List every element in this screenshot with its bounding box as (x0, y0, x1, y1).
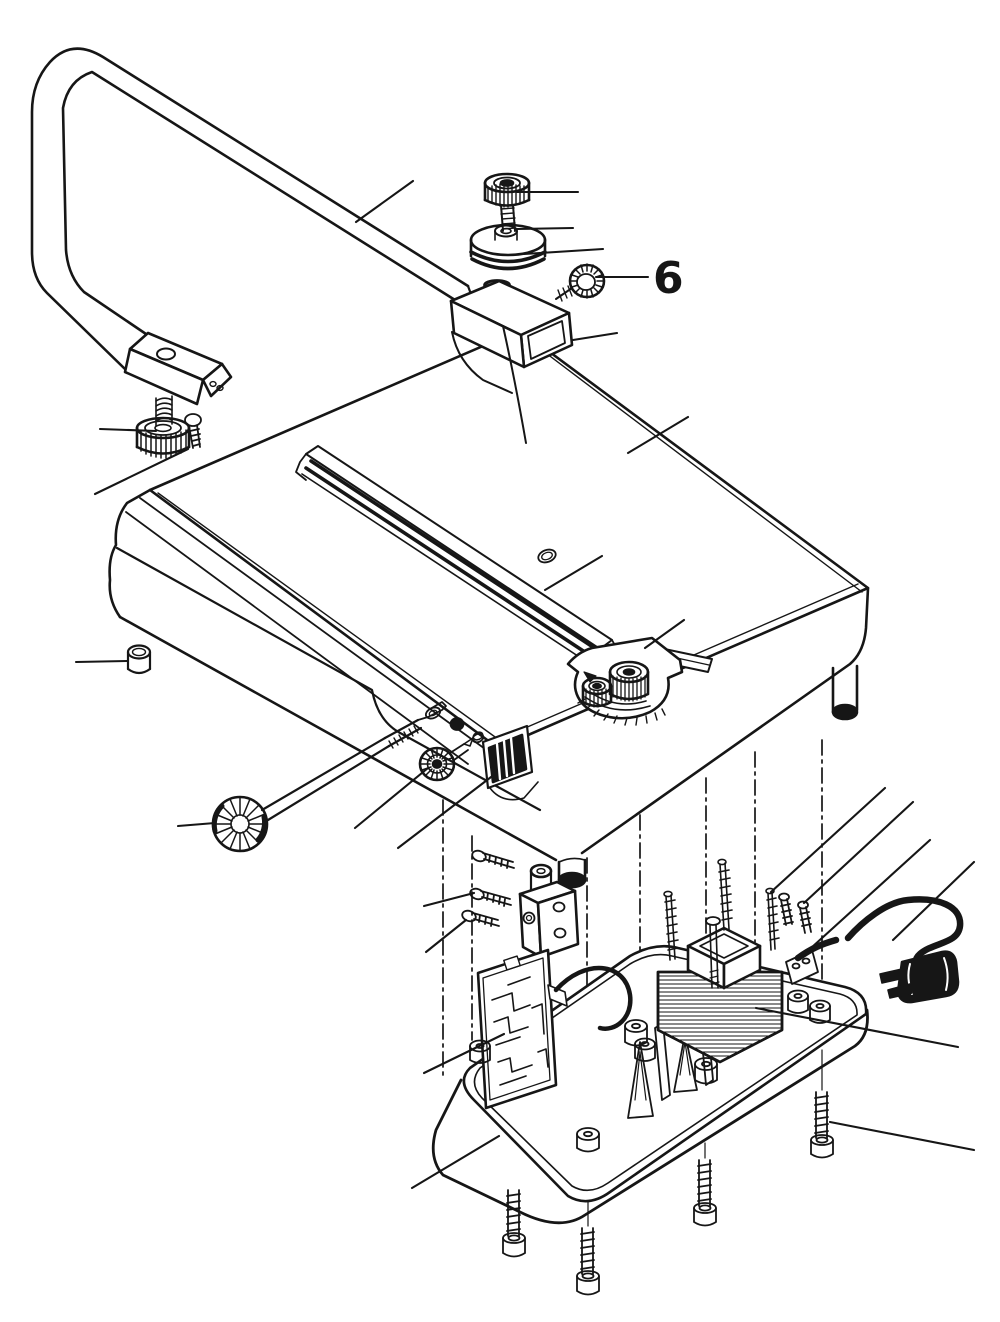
tension-rod (211, 701, 447, 853)
leader-leveling-knob (98, 427, 158, 433)
leader-pulley-flange (522, 247, 605, 256)
leader-gear (353, 766, 430, 830)
leveling-knob (135, 395, 191, 459)
clamp-screws (461, 849, 515, 927)
cord-clamp (778, 892, 819, 985)
leader-miter-gauge (643, 618, 686, 650)
leader-cord (891, 860, 976, 942)
leader-thin-screw (769, 786, 887, 894)
bushing-cap (126, 644, 152, 675)
long-thin-screws (663, 858, 780, 961)
guide-rail (295, 445, 618, 669)
clamp-block (518, 863, 580, 959)
leader-base (410, 1134, 501, 1190)
transformer (656, 916, 784, 1064)
leader-bushing (74, 659, 129, 664)
screw-b (576, 1227, 600, 1296)
power-switch (481, 724, 534, 790)
leader-clamp-screw2 (422, 891, 476, 908)
leader-clamp-screw3 (424, 918, 468, 954)
leader-table-hole (543, 554, 604, 592)
leader-screw-d (828, 1120, 976, 1152)
miter-gauge (566, 636, 713, 726)
leader-transformer (754, 1006, 960, 1049)
worm-gear-nut (418, 731, 484, 782)
blade-pulley (469, 223, 547, 271)
screw-a (502, 1189, 526, 1258)
leader-clamp-screw-top (802, 800, 915, 905)
table-foot-right (831, 664, 859, 721)
saw-table (108, 328, 870, 862)
thumb-screw-6 (555, 263, 606, 302)
skirt-holes (424, 706, 485, 744)
circuit-board (476, 948, 568, 1110)
tension-knob (483, 172, 531, 232)
bottom-screws (502, 1091, 834, 1296)
leader-rod (176, 821, 217, 828)
leader-lines (74, 179, 976, 1190)
table-foot-left (557, 857, 587, 889)
callout-label-6: 6 (653, 253, 684, 304)
leader-cord-clamp (798, 838, 932, 960)
leader-arm (354, 179, 415, 224)
standoff-posts (469, 989, 831, 1153)
leader-pcb (422, 1032, 506, 1075)
table-hole (537, 548, 557, 564)
wire-loop (553, 965, 633, 1031)
set-screw-left (184, 413, 202, 449)
leader-table (626, 415, 690, 455)
saw-blade (502, 325, 527, 444)
leader-pulley-hub (515, 226, 575, 231)
leader-switch (396, 772, 497, 850)
bow-arm (30, 47, 474, 406)
screw-c (693, 1159, 717, 1227)
leader-hood (571, 331, 619, 342)
screw-d (810, 1091, 834, 1159)
leader-set-screw (93, 447, 190, 496)
power-plug (879, 950, 960, 1004)
blade-guard-hood (449, 279, 574, 394)
